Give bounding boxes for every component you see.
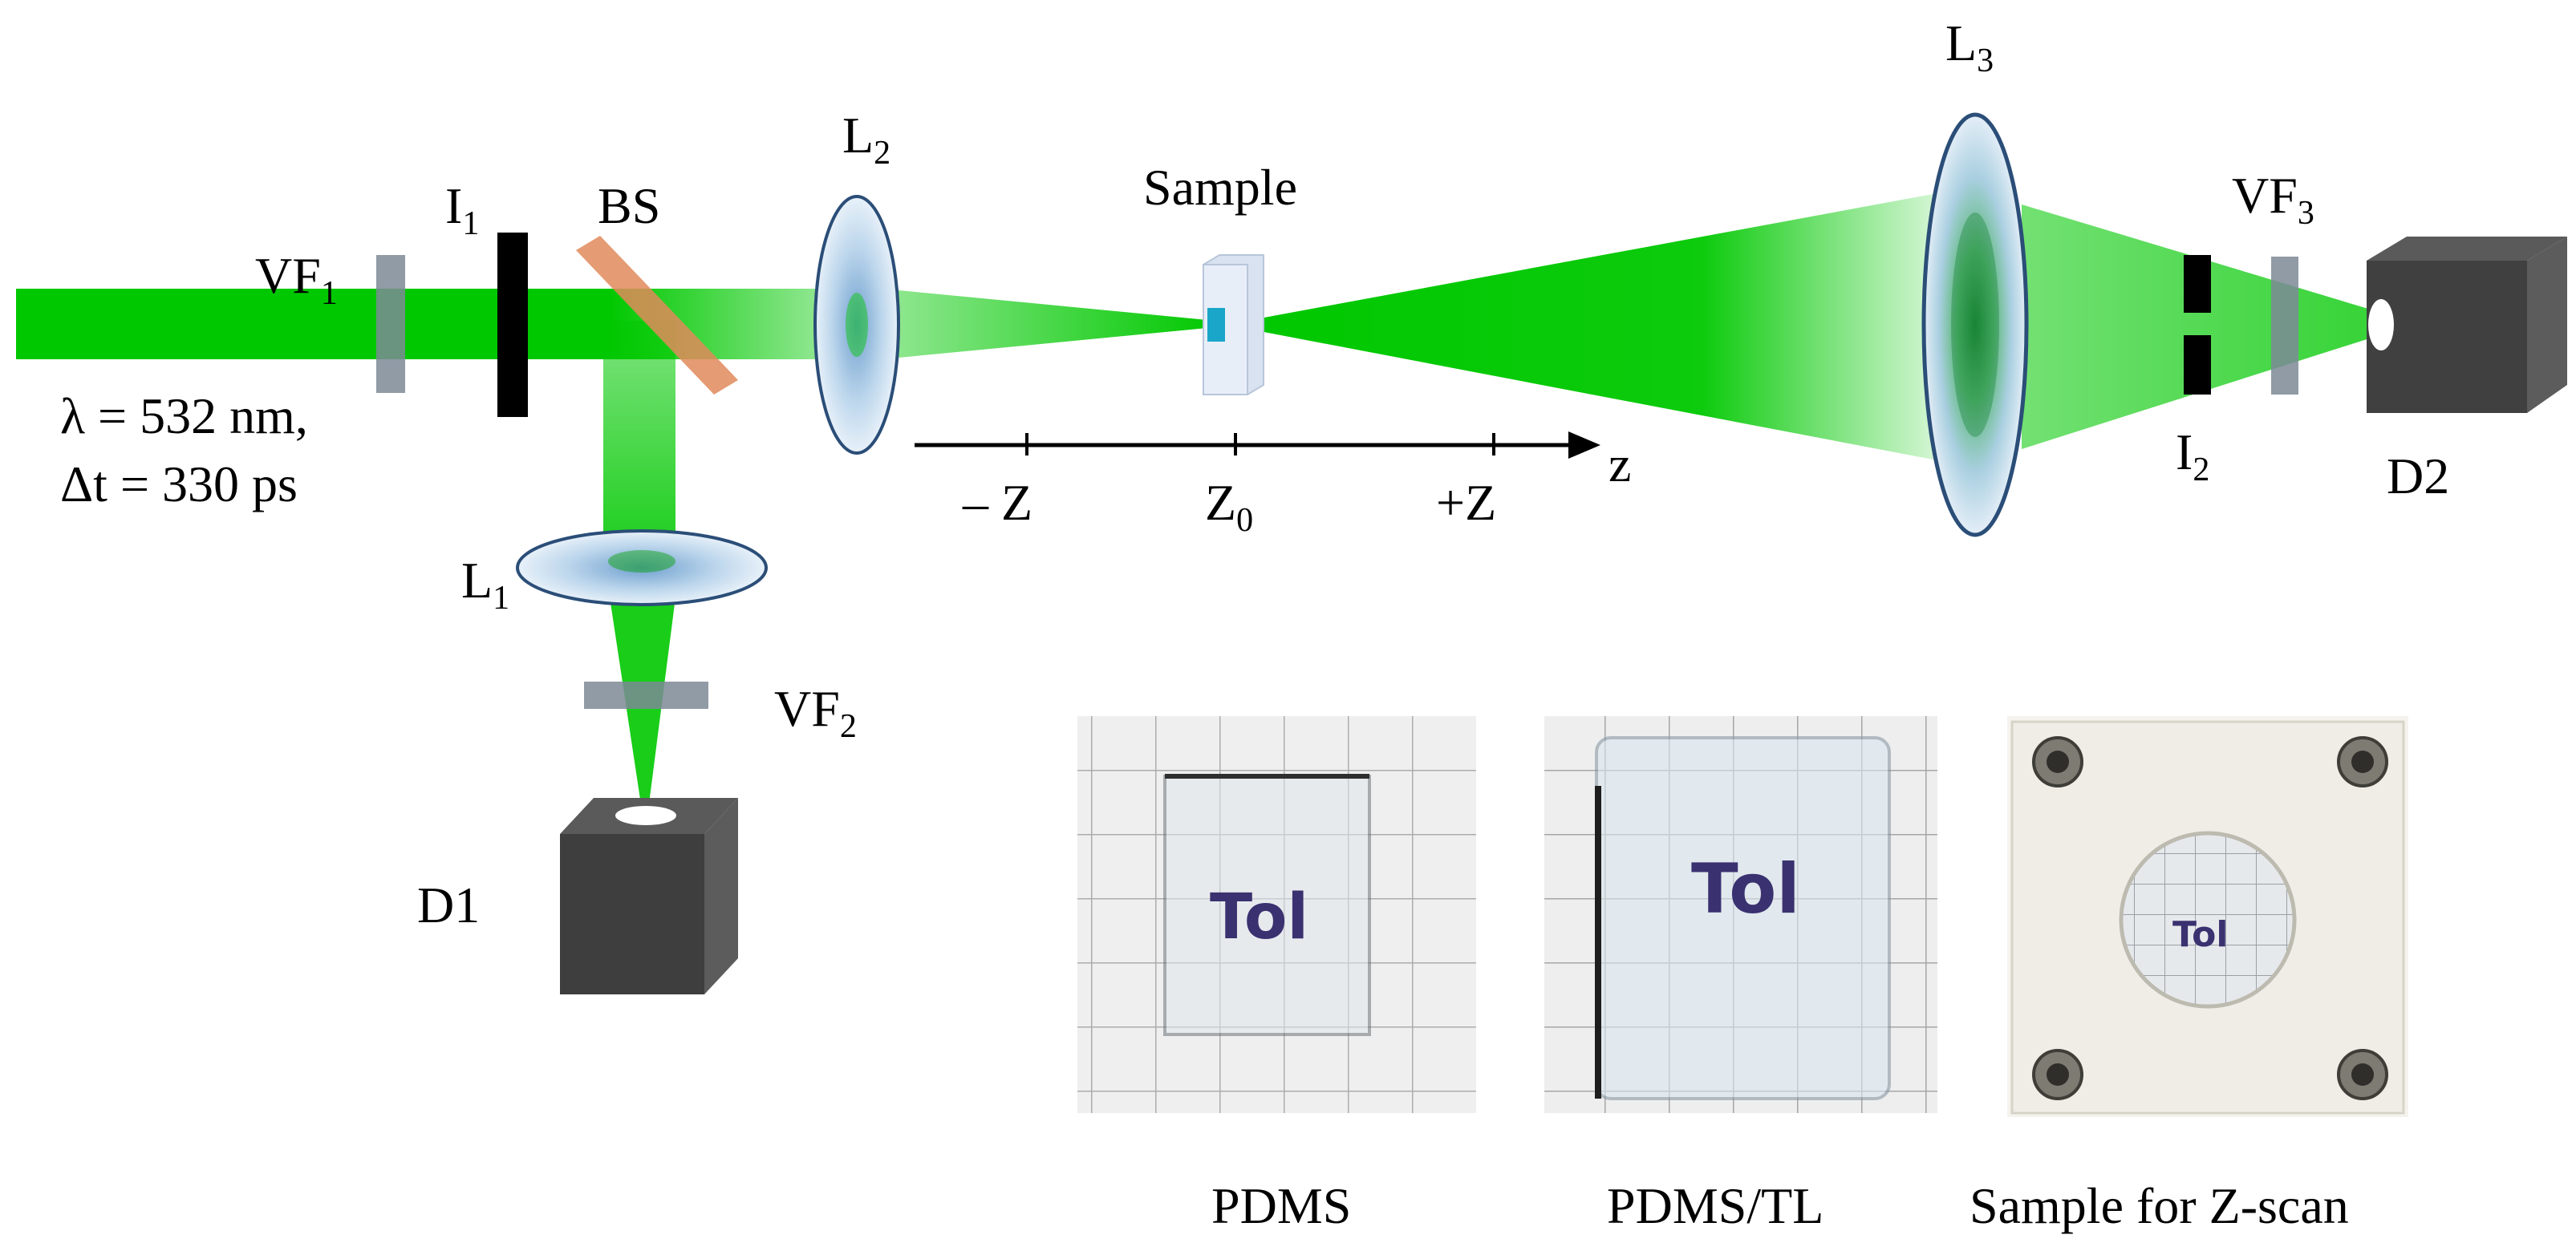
label-sample: Sample (1143, 159, 1297, 216)
label-l2: L2 (842, 107, 890, 172)
reflected-beam (603, 321, 675, 560)
converging-beam (2022, 204, 2395, 449)
screw-bottom-right (2337, 1049, 2388, 1100)
sample-cuvette (1203, 254, 1264, 395)
label-vf1: VF1 (255, 247, 338, 312)
label-pulse-duration: Δt = 330 ps (60, 455, 298, 512)
focusing-beam (899, 290, 1215, 358)
axis-plus-z: +Z (1436, 474, 1496, 531)
expanding-beam (1256, 192, 1941, 461)
variable-filter-2 (584, 682, 708, 709)
variable-filter-1 (376, 255, 405, 393)
axis-z0: Z0 (1205, 474, 1253, 539)
sample-label-tol: Tol (2172, 914, 2228, 955)
photo-pdms: Tol (1077, 716, 1476, 1113)
lens-l2 (813, 195, 900, 455)
z-axis (915, 431, 1600, 459)
photo-zscan-holder: Tol (2007, 716, 2408, 1117)
label-d1: D1 (417, 877, 480, 933)
lens-l1 (516, 529, 768, 606)
caption-pdms: PDMS (1211, 1177, 1351, 1234)
screw-bottom-left (2032, 1049, 2083, 1100)
variable-filter-3 (2271, 257, 2298, 395)
axis-name: z (1608, 435, 1631, 492)
caption-zscan-sample: Sample for Z-scan (1970, 1177, 2349, 1234)
detector-aperture (615, 806, 676, 825)
label-vf2: VF2 (774, 680, 857, 745)
screw-top-left (2032, 736, 2083, 787)
detector-aperture (2368, 299, 2394, 350)
photo-pdms-tl: Tol (1544, 716, 1937, 1113)
iris-1 (497, 233, 528, 417)
label-i2: I2 (2176, 423, 2209, 488)
label-l1: L1 (461, 552, 509, 617)
axis-minus-z: – Z (962, 474, 1032, 531)
label-i1: I1 (445, 177, 479, 242)
screw-top-right (2337, 736, 2388, 787)
detector-d2 (2367, 237, 2567, 413)
lens-l3 (1921, 112, 2029, 537)
label-l3: L3 (1945, 14, 1994, 79)
label-d2: D2 (2387, 447, 2449, 504)
label-vf3: VF3 (2232, 167, 2314, 232)
sample-label-tol: Tol (1210, 881, 1308, 953)
label-bs: BS (598, 177, 660, 234)
iris-2 (2184, 255, 2211, 395)
sample-label-tol: Tol (1691, 849, 1800, 929)
caption-pdms-tl: PDMS/TL (1607, 1177, 1823, 1234)
beam-splitter (576, 236, 738, 395)
detector-d1 (560, 798, 738, 994)
label-wavelength: λ = 532 nm, (60, 387, 308, 444)
